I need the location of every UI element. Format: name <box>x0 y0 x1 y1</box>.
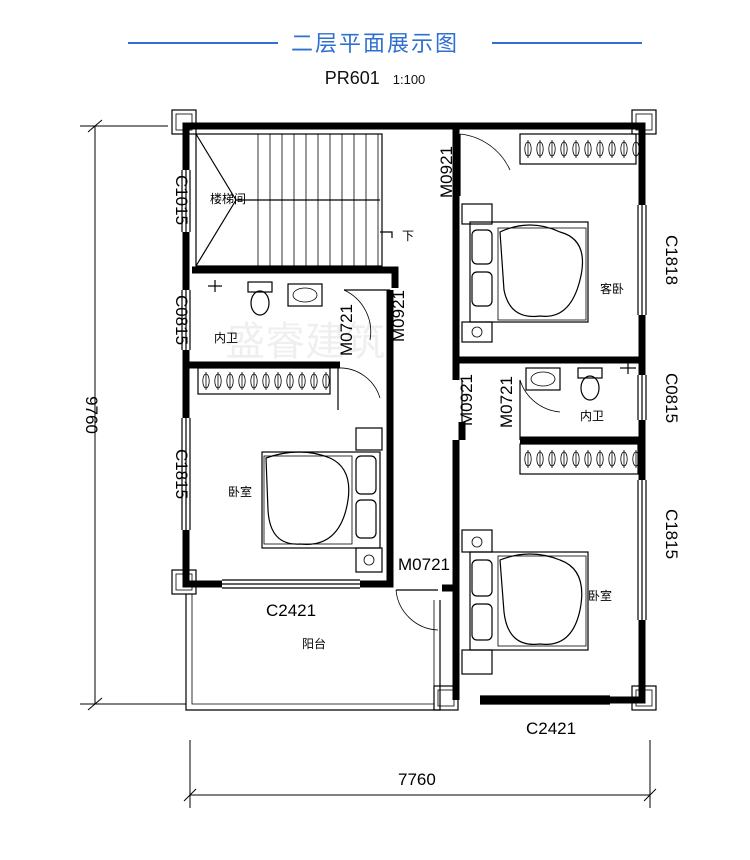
hanger-icon <box>560 449 568 469</box>
window-label-bottom-right: C2421 <box>526 719 576 738</box>
hanger-icon <box>536 449 544 469</box>
right-bed <box>461 529 589 675</box>
hanger-icon <box>274 371 282 391</box>
wardrobes <box>197 133 640 475</box>
door-label-bed-right: M0921 <box>457 374 476 426</box>
hanger-icon <box>310 371 318 391</box>
window-label-bath-left: C0815 <box>172 295 191 345</box>
door-swings <box>337 133 561 631</box>
watermark-text: 盛睿建筑 <box>225 319 385 365</box>
door-label-balcony: M0721 <box>398 555 450 574</box>
page-title: 二层平面展示图 <box>290 32 459 57</box>
hanger-icon <box>524 449 532 469</box>
staircase <box>195 133 393 267</box>
beds <box>261 203 589 675</box>
window-label-stair: C1015 <box>172 175 191 225</box>
guest-bed <box>461 203 589 343</box>
windows <box>181 170 647 705</box>
window-label-bath-right: C0815 <box>662 373 681 423</box>
door-label-bath-left: M0721 <box>337 304 356 356</box>
hanger-icon <box>632 139 640 159</box>
hanger-icon <box>584 139 592 159</box>
hanger-icon <box>548 449 556 469</box>
room-label-bath-right: 内卫 <box>580 409 604 423</box>
hanger-icon <box>620 449 628 469</box>
window-label-balcony: C2421 <box>266 601 316 620</box>
hanger-icon <box>262 371 270 391</box>
dimension-lines <box>80 119 657 808</box>
door-label-bath-right: M0721 <box>497 376 516 428</box>
hanger-icon <box>596 139 604 159</box>
bath-fixtures <box>208 280 636 401</box>
hanger-icon <box>214 371 222 391</box>
walls <box>182 122 646 704</box>
hanger-icon <box>524 139 532 159</box>
left-bed <box>261 427 383 573</box>
room-label-bedroom-right: 卧室 <box>588 588 612 603</box>
hanger-icon <box>608 139 616 159</box>
hanger-icon <box>322 371 330 391</box>
room-label-balcony: 阳台 <box>302 636 326 651</box>
header: 二层平面展示图 PR601 1:100 <box>0 0 750 100</box>
hanger-icon <box>572 139 580 159</box>
title-rule-left <box>128 42 278 44</box>
room-label-guest-bedroom: 客卧 <box>600 281 624 296</box>
door-label-bed-left: M0921 <box>389 290 408 342</box>
room-label-stair: 楼梯间 <box>210 191 246 206</box>
door-label-guest: M0921 <box>437 146 456 198</box>
hanger-icon <box>250 371 258 391</box>
title-rule-right <box>492 42 642 44</box>
plan-code: PR601 <box>324 68 380 88</box>
hanger-icon <box>560 139 568 159</box>
dimension-height: 9760 <box>82 396 101 434</box>
hanger-icon <box>548 139 556 159</box>
hanger-icon <box>596 449 604 469</box>
hanger-icon <box>608 449 616 469</box>
window-label-guest: C1818 <box>662 235 681 285</box>
room-label-bath-left: 内卫 <box>214 331 238 345</box>
dimension-width: 7760 <box>398 770 436 789</box>
plan-scale: 1:100 <box>392 72 426 87</box>
hanger-icon <box>202 371 210 391</box>
room-label-bedroom-left: 卧室 <box>228 484 252 499</box>
hanger-icon <box>298 371 306 391</box>
hanger-icon <box>620 139 628 159</box>
balcony <box>185 594 441 711</box>
window-label-bed-right: C1815 <box>662 509 681 559</box>
hanger-icon <box>226 371 234 391</box>
hanger-icon <box>584 449 592 469</box>
plan-code-line: PR601 1:100 <box>0 68 750 89</box>
hanger-icon <box>238 371 246 391</box>
window-label-bed-left: C1815 <box>172 449 191 499</box>
hanger-icon <box>536 139 544 159</box>
hanger-icon <box>572 449 580 469</box>
hanger-icon <box>286 371 294 391</box>
stair-down-label: 下 <box>402 229 414 243</box>
